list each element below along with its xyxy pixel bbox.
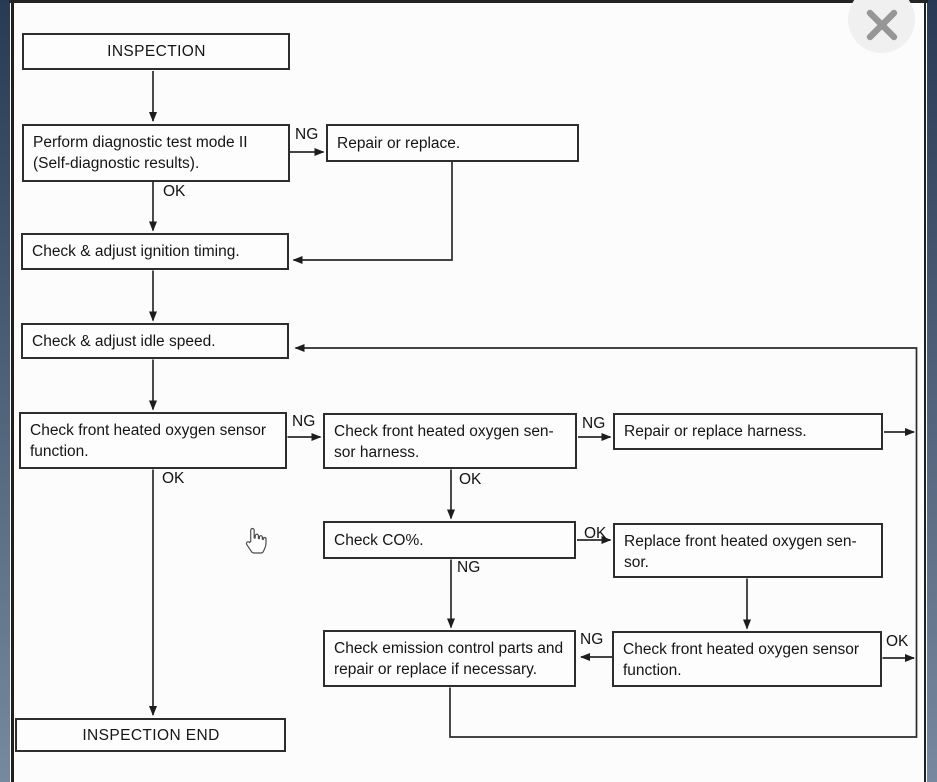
flow-node-repair-or-replace: Repair or replace. <box>326 124 579 162</box>
flow-node-emission-parts: Check emission control parts and repair … <box>323 630 576 687</box>
page-border-left <box>11 0 14 782</box>
branch-label-ok: OK <box>162 470 185 487</box>
flow-node-perform-diagnostic: Perform diagnostic test mode II (Self-di… <box>22 124 290 182</box>
flow-node-o2-sensor-harness: Check front heated oxygen sen- sor harne… <box>323 413 577 469</box>
branch-label-ng: NG <box>295 126 319 143</box>
close-button[interactable] <box>848 0 915 53</box>
page-border-right <box>923 0 926 782</box>
branch-label-ok: OK <box>459 471 482 488</box>
branch-label-ng: NG <box>582 415 606 432</box>
close-icon <box>866 9 897 40</box>
page-border-top <box>9 0 928 3</box>
branch-label-ng: NG <box>292 413 316 430</box>
branch-label-ok: OK <box>886 633 909 650</box>
branch-label-ok: OK <box>584 525 607 542</box>
hand-pointer-cursor-icon <box>243 527 267 559</box>
flow-node-ignition-timing: Check & adjust ignition timing. <box>21 233 289 270</box>
flow-node-idle-speed: Check & adjust idle speed. <box>21 323 289 359</box>
flow-node-o2-sensor-function: Check front heated oxygen sensor functio… <box>19 412 287 469</box>
branch-label-ok: OK <box>163 183 186 200</box>
branch-label-ng: NG <box>580 631 604 648</box>
flow-node-inspection: INSPECTION <box>22 33 290 70</box>
flow-node-check-co: Check CO%. <box>323 521 576 559</box>
flow-node-repair-harness: Repair or replace harness. <box>613 413 883 450</box>
flow-node-replace-o2-sensor: Replace front heated oxygen sen- sor. <box>613 523 883 578</box>
branch-label-ng: NG <box>457 559 481 576</box>
flow-node-o2-sensor-function-2: Check front heated oxygen sensor functio… <box>612 631 882 687</box>
flow-node-inspection-end: INSPECTION END <box>15 718 286 752</box>
page-edge-strip-right <box>927 0 937 782</box>
page-edge-strip-left <box>0 0 10 782</box>
